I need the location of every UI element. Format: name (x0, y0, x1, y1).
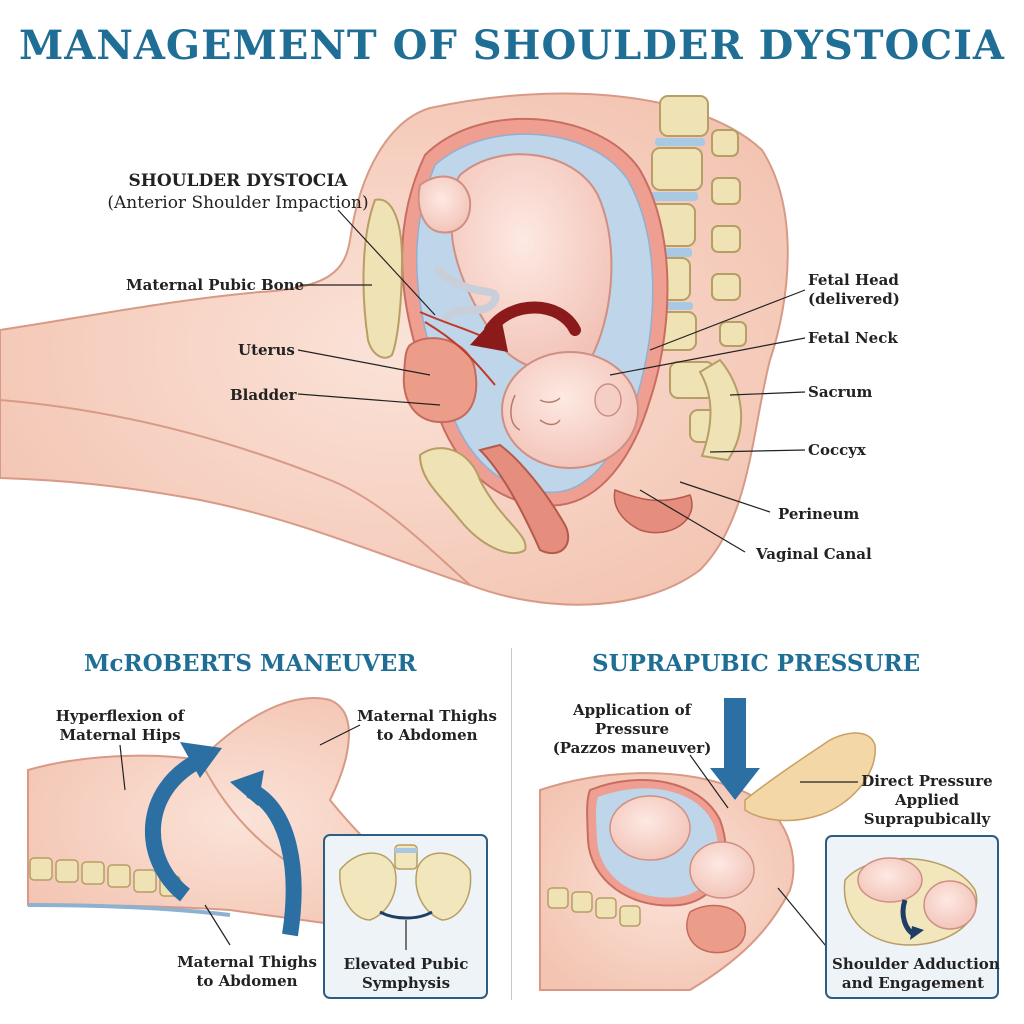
label-bladder: Bladder (230, 386, 297, 404)
label-maternal-pubic-bone: Maternal Pubic Bone (126, 276, 305, 294)
mcroberts-base (27, 903, 231, 917)
fetal-head-line-2: (delivered) (808, 290, 900, 308)
fetal-face (510, 394, 561, 431)
label-shoulder-adduction: Shoulder Adduction and Engagement (832, 955, 1000, 993)
label-application-of-pressure: Application of Pressure (Pazzos maneuver… (552, 701, 712, 758)
label-direct-pressure: Direct Pressure Applied Suprapubically (852, 772, 1002, 829)
mcroberts-arrowhead-left (180, 742, 222, 778)
adduction-line-1: Shoulder Adduction (832, 955, 1000, 973)
vaginal-canal (478, 443, 570, 555)
hyperflexion-line-1: Hyperflexion of (55, 707, 185, 725)
main-leader-lines (297, 209, 806, 553)
suprapubic-spine (547, 887, 641, 927)
label-sacrum: Sacrum (808, 383, 873, 401)
fetal-ear (594, 383, 622, 417)
mcroberts-leader-lines (119, 724, 361, 946)
hyperflexion-line-2: Maternal Hips (59, 726, 181, 744)
direct-line-2: Applied (894, 791, 960, 809)
main-sagittal-view (0, 92, 806, 606)
inset-line-1: Elevated Pubic (343, 955, 469, 973)
perineum-tissue (613, 488, 693, 534)
thighs-top-line-2: to Abdomen (376, 726, 478, 744)
suprapubic-title: SUPRAPUBIC PRESSURE (592, 650, 921, 677)
page-title: MANAGEMENT OF SHOULDER DYSTOCIA (19, 22, 1005, 69)
pressure-arrowhead (710, 768, 760, 800)
rotation-arrowhead (470, 312, 508, 352)
direct-line-3: Suprapubically (863, 810, 991, 828)
suprapubic-illustration (539, 698, 999, 999)
fetus-limb (417, 175, 472, 234)
thighs-bottom-line-2: to Abdomen (196, 972, 298, 990)
adduction-line-2: and Engagement (841, 974, 985, 992)
suprapubic-fetal-head (689, 841, 755, 899)
application-line-3: (Pazzos maneuver) (552, 739, 712, 757)
application-line-1: Application of (572, 701, 692, 719)
pressure-arrow-shaft (724, 698, 746, 770)
label-coccyx: Coccyx (808, 441, 866, 459)
maternal-thigh-fold (0, 399, 471, 586)
label-fetal-neck: Fetal Neck (808, 329, 898, 347)
label-hyperflexion: Hyperflexion of Maternal Hips (40, 707, 200, 745)
application-line-2: Pressure (595, 720, 669, 738)
label-thighs-top: Maternal Thighs to Abdomen (352, 707, 502, 745)
shoulder-dystocia-heading: SHOULDER DYSTOCIA (Anterior Shoulder Imp… (88, 170, 388, 214)
label-uterus: Uterus (238, 341, 295, 359)
suprapubic-bladder (686, 904, 746, 954)
umbilical-cord (434, 266, 500, 324)
mcroberts-title: McROBERTS MANEUVER (84, 650, 417, 677)
inset-line-2: Symphysis (361, 974, 451, 992)
pelvis-inset (339, 844, 472, 950)
mcroberts-arrow-right (245, 782, 302, 937)
thighs-top-line-1: Maternal Thighs (357, 707, 497, 725)
fetal-head-line-1: Fetal Head (808, 271, 899, 289)
pubic-symphysis (418, 447, 527, 555)
label-thighs-bottom: Maternal Thighs to Abdomen (172, 953, 322, 991)
mcroberts-arrow-left (145, 752, 204, 902)
fetal-head (501, 351, 639, 469)
mcroberts-arrowhead-right (230, 770, 264, 806)
pressure-hand (744, 732, 876, 822)
mcroberts-illustration (27, 697, 488, 999)
heading-line-1: SHOULDER DYSTOCIA (128, 171, 348, 191)
panel-divider (511, 648, 512, 1000)
thighs-bottom-line-1: Maternal Thighs (177, 953, 317, 971)
bladder (402, 337, 478, 424)
direct-line-1: Direct Pressure (861, 772, 993, 790)
label-fetal-head: Fetal Head (delivered) (808, 271, 900, 309)
label-vaginal-canal: Vaginal Canal (756, 545, 872, 563)
label-perineum: Perineum (778, 505, 860, 523)
label-elevated-pubic-symphysis: Elevated Pubic Symphysis (330, 955, 482, 993)
maternal-pubic-bone (362, 198, 404, 359)
heading-line-2: (Anterior Shoulder Impaction) (107, 193, 369, 213)
fetus-inset (843, 857, 978, 946)
suprapubic-fetus-body (609, 795, 691, 861)
